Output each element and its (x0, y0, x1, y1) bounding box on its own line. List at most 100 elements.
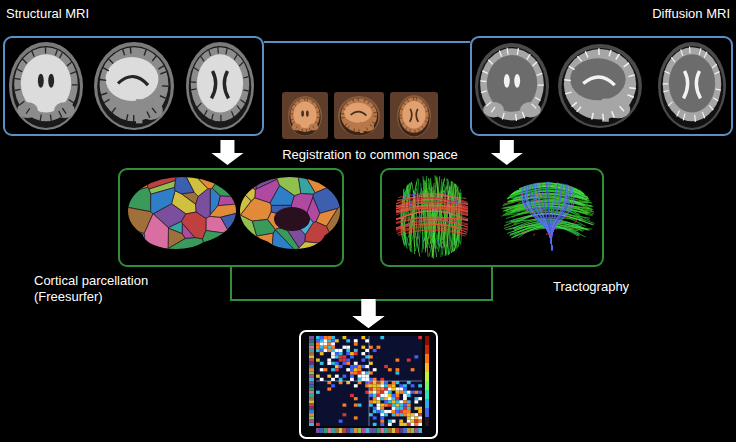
matrix-cell (354, 384, 358, 387)
sulcus (158, 66, 164, 69)
row-marker (309, 397, 314, 400)
sulcus (239, 62, 243, 66)
fiber (551, 183, 558, 251)
skull (12, 46, 80, 128)
sulcus (422, 101, 424, 104)
colorbar (425, 390, 429, 399)
fiber (526, 185, 552, 251)
matrix-cell (369, 384, 373, 387)
ventricle (212, 71, 229, 98)
sulcus (19, 101, 24, 105)
matrix-cell (331, 378, 335, 381)
sulcus (200, 56, 204, 61)
matrix-cell (392, 381, 396, 384)
brainstem (136, 99, 142, 123)
matrix-cell (316, 342, 320, 345)
matrix-cell (373, 407, 377, 410)
matrix-cell (339, 352, 343, 355)
skull (398, 97, 429, 136)
sulcus (69, 99, 74, 102)
panel-label: Structural MRI (6, 6, 89, 22)
sulcus (422, 126, 424, 129)
white-matter (669, 54, 715, 112)
medial-wall (274, 207, 310, 231)
matrix-cell (396, 371, 400, 374)
matrix-cell (377, 394, 381, 397)
matrix-cell (354, 342, 358, 345)
matrix-cell (324, 336, 328, 339)
matrix-cell (377, 346, 381, 349)
matrix-cell (392, 407, 396, 410)
matrix-cell (388, 397, 392, 400)
matrix-cell (361, 336, 365, 339)
sulcus (160, 96, 166, 99)
cortical-region (275, 228, 299, 252)
matrix-cell (365, 371, 369, 374)
matrix-cell (346, 359, 350, 362)
mri-slice (397, 95, 431, 137)
matrix-cell (358, 368, 362, 371)
mri-slice (9, 42, 83, 130)
matrix-cell (361, 371, 365, 374)
matrix-cell (407, 404, 411, 407)
row-marker (309, 384, 314, 387)
row-marker (309, 400, 314, 403)
fiber (524, 208, 528, 212)
column-marker (320, 428, 324, 433)
matrix-cell (339, 359, 343, 362)
row-marker (309, 342, 314, 345)
sulcus (709, 105, 713, 110)
sulcus (538, 84, 544, 85)
sulcus (699, 48, 701, 55)
matrix-cell (380, 378, 384, 381)
matrix-cell (411, 416, 415, 419)
column-marker (414, 428, 418, 433)
sulcus (585, 51, 588, 57)
sulcus (416, 97, 418, 100)
matrix-cell (361, 352, 365, 355)
matrix-cell (380, 416, 384, 419)
matrix-cell (369, 362, 373, 365)
matrix-cell (331, 362, 335, 365)
matrix-cell (384, 391, 388, 394)
matrix-cell (346, 349, 350, 352)
column-marker (411, 428, 415, 433)
matrix-cell (339, 378, 343, 381)
temporal-lobe (292, 123, 302, 130)
matrix-cell (339, 349, 343, 352)
sulcus (374, 116, 377, 117)
fiber (546, 234, 551, 235)
sulcus (572, 102, 577, 106)
column-marker (373, 428, 377, 433)
matrix-cell (418, 410, 422, 413)
column-marker (380, 428, 384, 433)
matrix-cell (392, 384, 396, 387)
matrix-cell (384, 381, 388, 384)
grey-matter (564, 49, 636, 120)
sulcus (371, 106, 374, 108)
matrix-cell (320, 342, 324, 345)
column-marker (346, 428, 350, 433)
sulcus (488, 60, 492, 65)
matrix-cell (316, 391, 320, 394)
sulcus (50, 115, 51, 122)
sulcus (315, 106, 317, 108)
matrix-cell (396, 387, 400, 390)
mri-slice (94, 42, 174, 130)
ventricle (351, 112, 367, 116)
fiber (396, 217, 468, 219)
matrix-cell (361, 365, 365, 368)
image-panel: Cortical parcellation (Freesurfer) (118, 168, 344, 267)
fiber (451, 182, 453, 252)
sulcus (15, 78, 21, 79)
column-marker (407, 428, 411, 433)
matrix-cell (411, 391, 415, 394)
matrix-cell (358, 381, 362, 384)
matrix-cell (396, 359, 400, 362)
matrix-cell (327, 381, 331, 384)
matrix-cell (373, 394, 377, 397)
column-marker (361, 428, 365, 433)
sulcus (689, 47, 691, 54)
